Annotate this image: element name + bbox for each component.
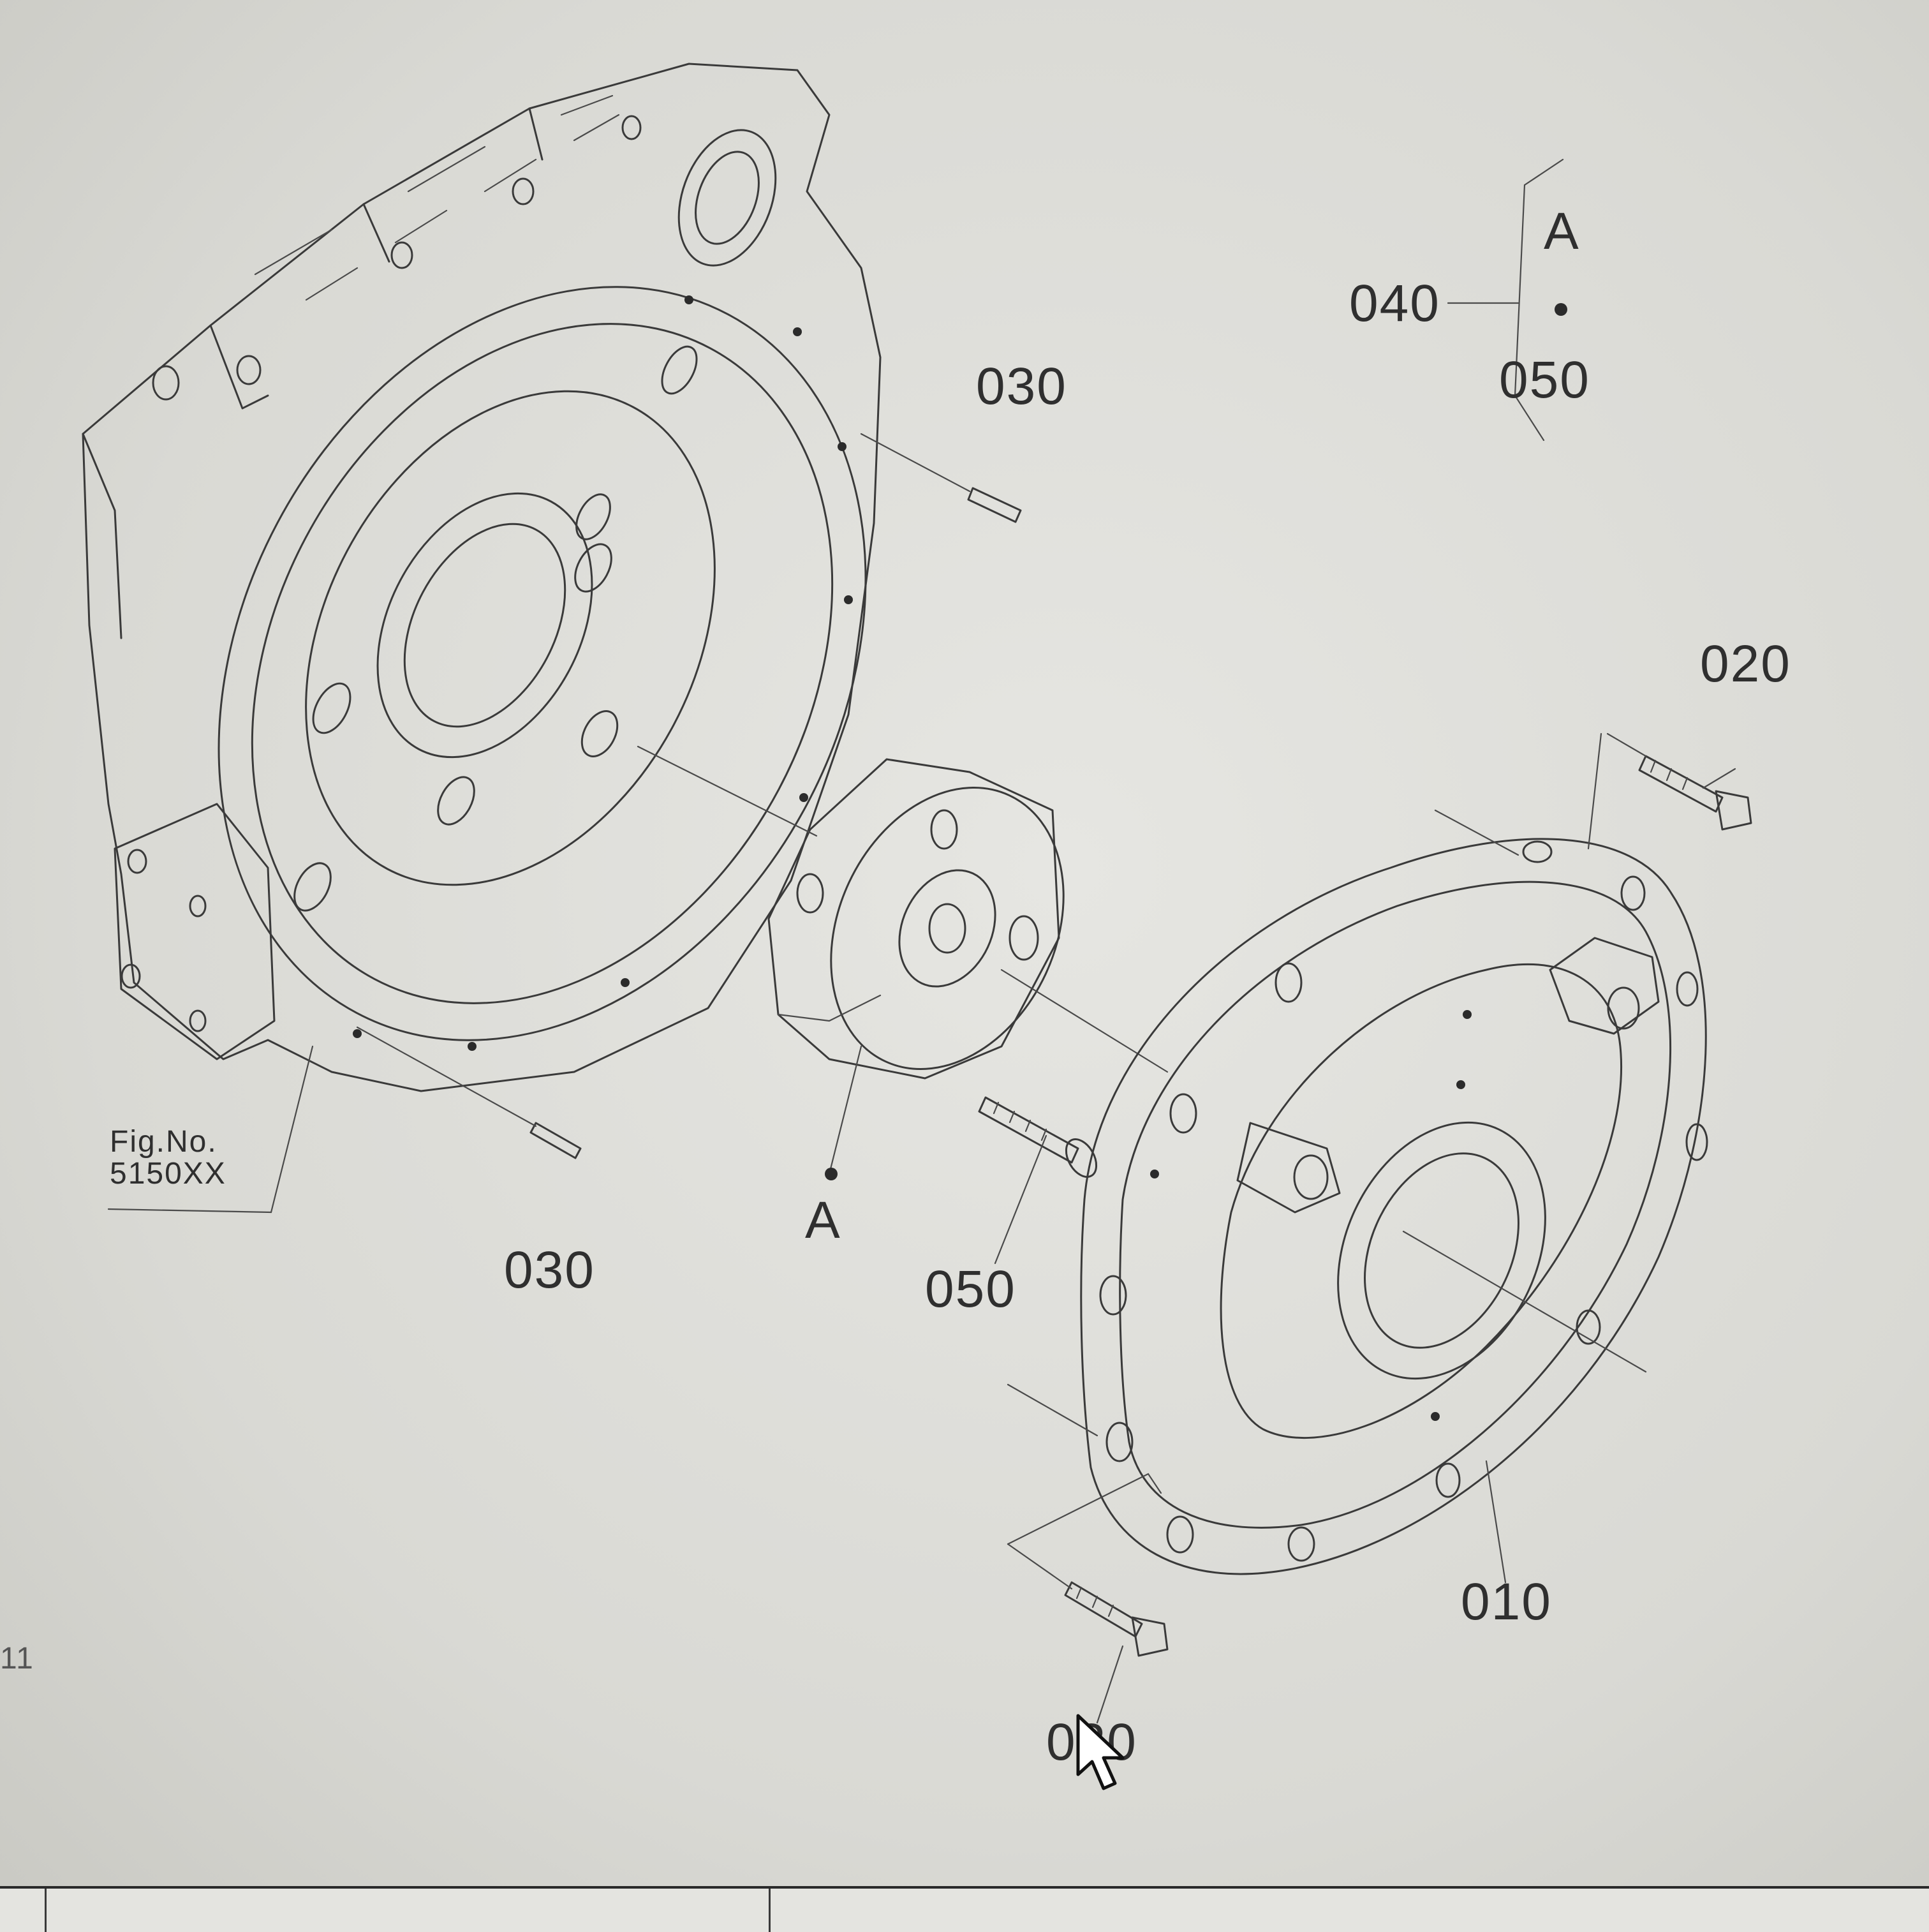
fig-no-label: Fig.No. 5150XX bbox=[110, 1126, 226, 1191]
margin-mark: 11 bbox=[0, 1642, 34, 1676]
callout-020-upper[interactable]: 020 bbox=[1700, 635, 1791, 693]
adapter-flange bbox=[1007, 732, 1752, 1724]
transmission-housing bbox=[82, 63, 1022, 1159]
legend-a: A bbox=[1544, 202, 1580, 260]
reference-bracket bbox=[1447, 158, 1567, 442]
callout-050[interactable]: 050 bbox=[925, 1260, 1016, 1318]
callout-ref-a: A bbox=[805, 1191, 841, 1249]
callout-030-upper[interactable]: 030 bbox=[976, 357, 1067, 415]
arrow-pointer-icon bbox=[1076, 1714, 1125, 1790]
legend-050[interactable]: 050 bbox=[1499, 351, 1590, 409]
bottom-table-bar bbox=[0, 1886, 1929, 1932]
bar-divider bbox=[769, 1889, 771, 1932]
callout-030-lower[interactable]: 030 bbox=[504, 1241, 595, 1299]
fig-no-line2: 5150XX bbox=[110, 1157, 226, 1191]
legend-040[interactable]: 040 bbox=[1349, 274, 1440, 332]
coupling-hub bbox=[637, 745, 1169, 1265]
callout-010[interactable]: 010 bbox=[1461, 1573, 1552, 1631]
figure-leader bbox=[107, 1045, 314, 1214]
bar-divider bbox=[45, 1889, 47, 1932]
fig-no-line1: Fig.No. bbox=[110, 1125, 218, 1159]
